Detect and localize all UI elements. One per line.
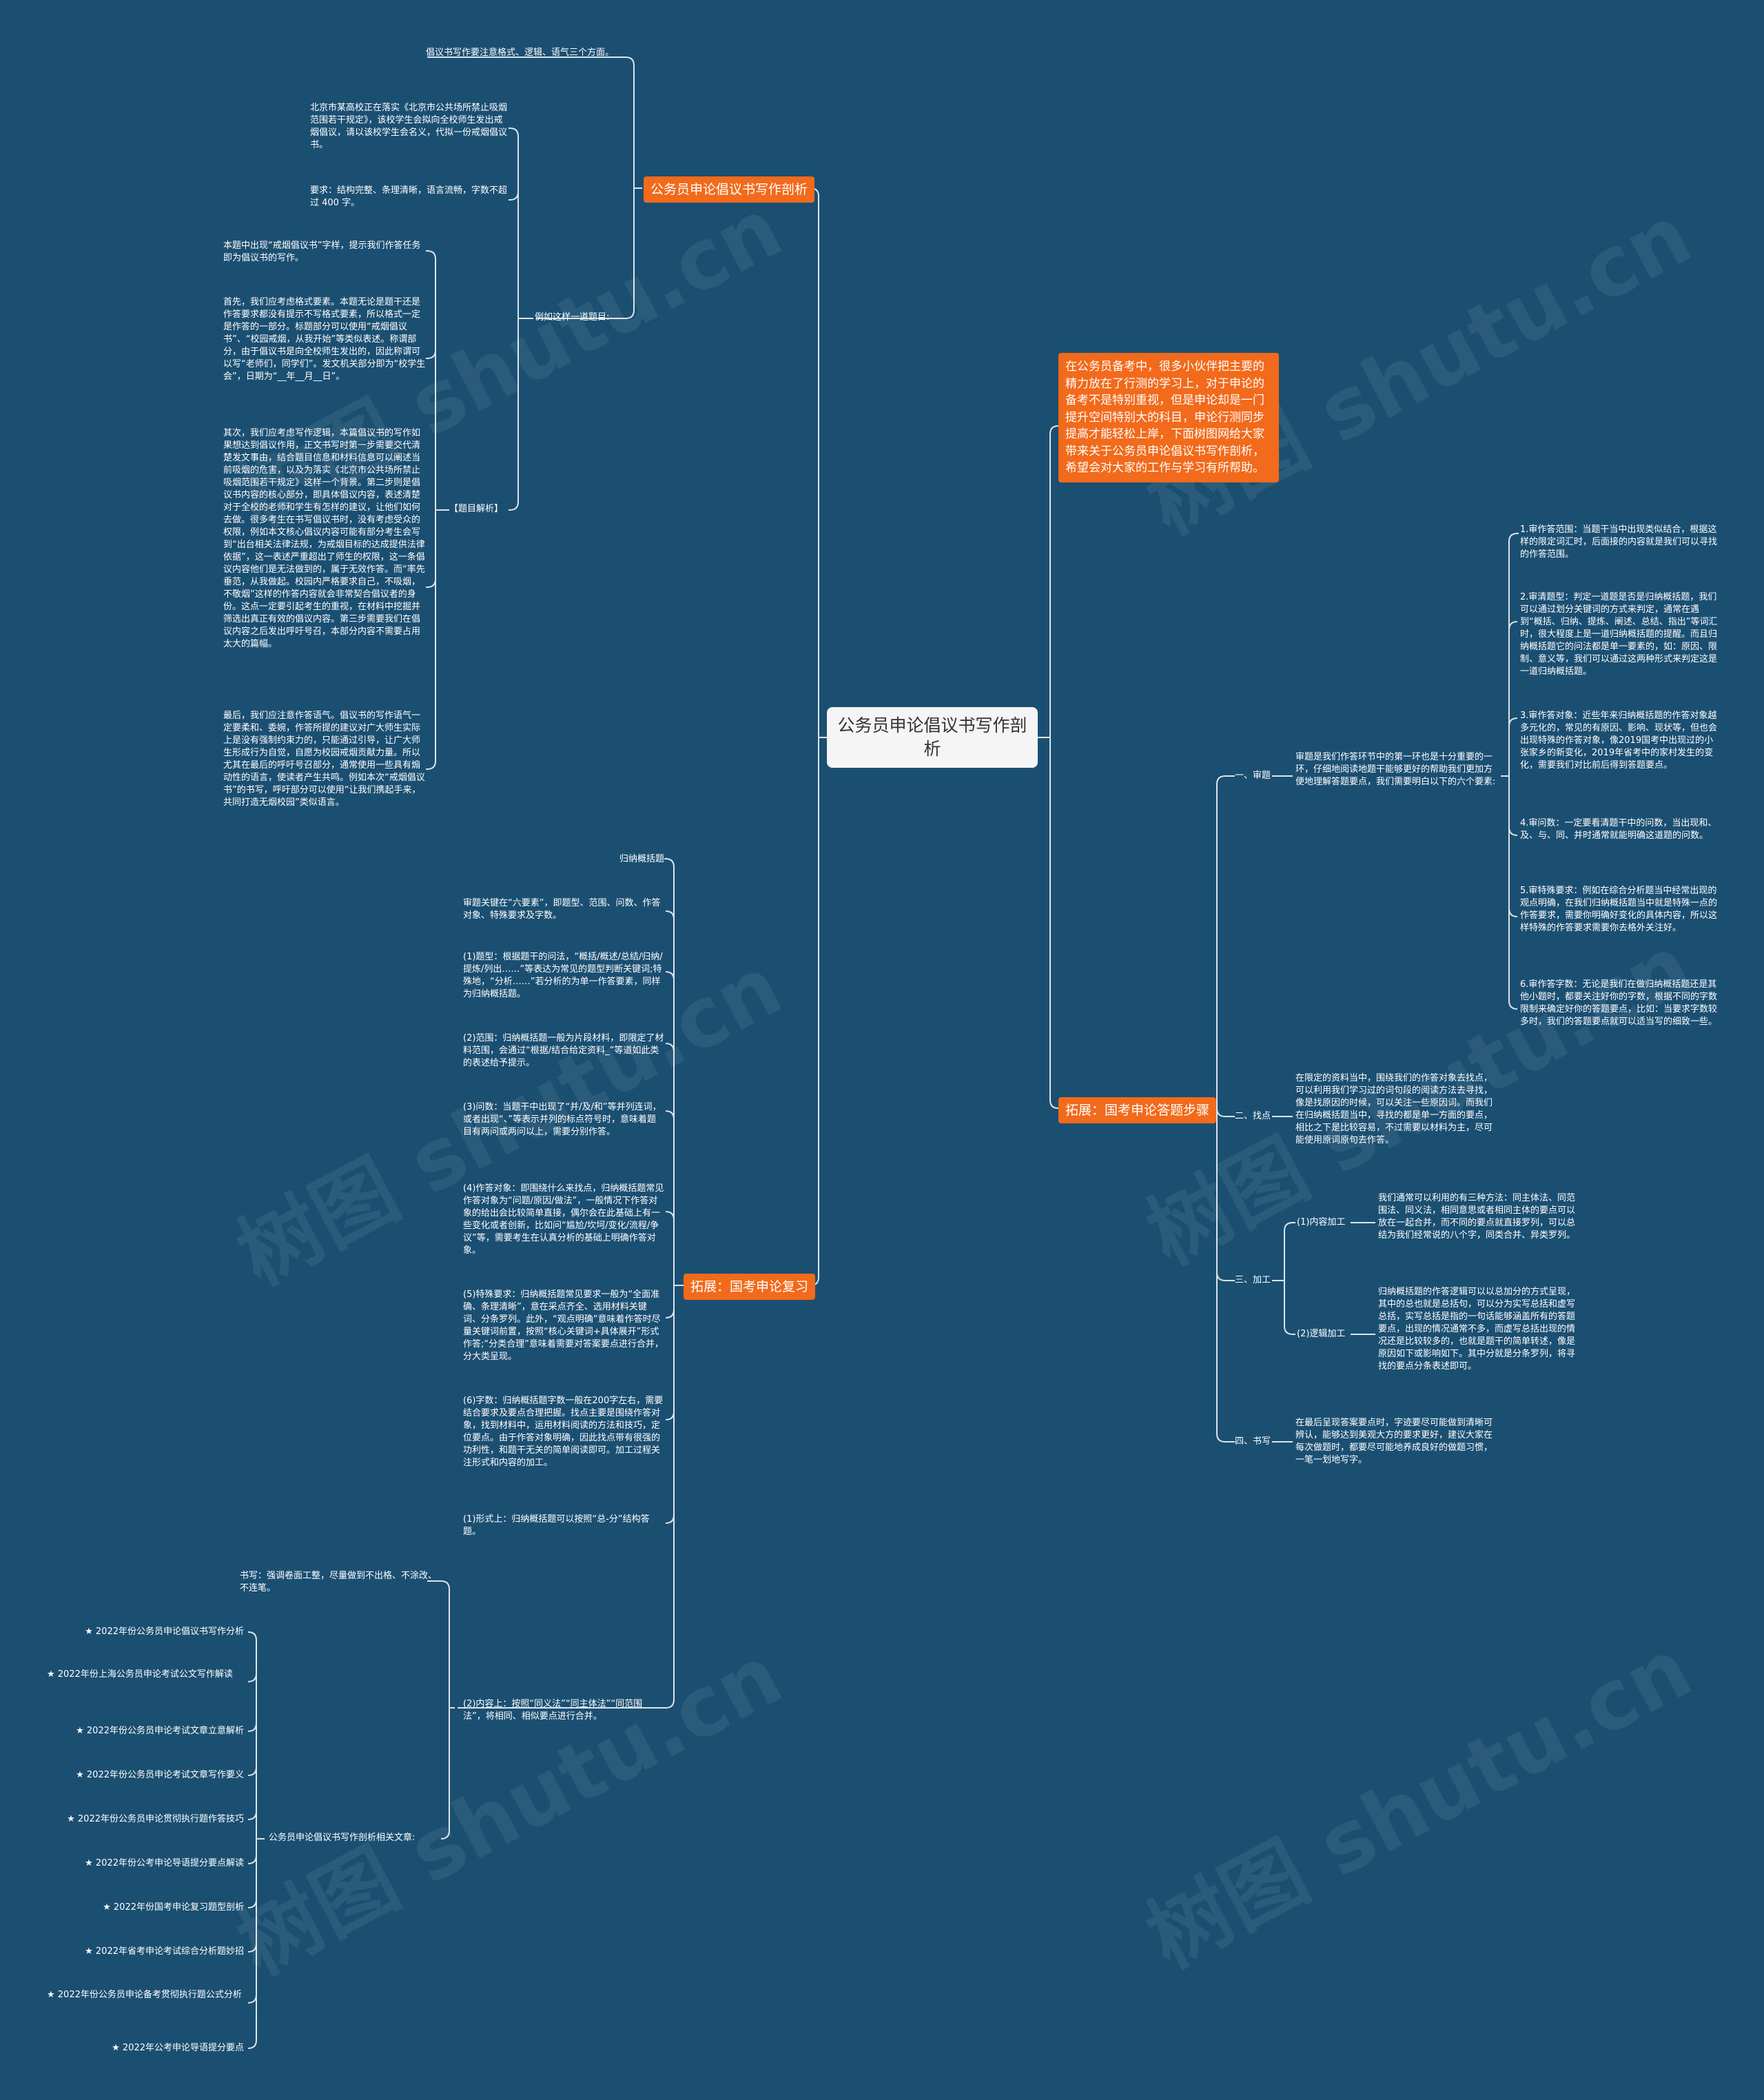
branch-steps[interactable]: 拓展：国考申论答题步骤 xyxy=(1058,1097,1217,1123)
jiexi-item: 首先，我们应考虑格式要素。本题无论是题干还是作答要求都没有提示不写格式要素，所以… xyxy=(223,297,426,382)
step-item: 4.审问数：一定要看清题干中的问数，当出现和、及、与、同、并时通常就能明确这道题… xyxy=(1520,818,1717,841)
step-item: 2.审清题型：判定一道题是否是归纳概括题，我们可以通过划分关键词的方式来判定，通… xyxy=(1520,592,1718,677)
jiexi-item: 最后，我们应注意作答语气。倡议书的写作语气一定要柔和、委婉，作答所提的建议对广大… xyxy=(223,711,425,808)
step-item: 5.审特殊要求：例如在综合分析题当中经常出现的观点明确，在我们归纳概括题当中就是… xyxy=(1520,886,1718,933)
root-node[interactable]: 公务员申论倡议书写作剖析 xyxy=(827,707,1038,768)
example-question: 北京市某高校正在落实《北京市公共场所禁止吸烟范围若干规定》，该校学生会拟向全校师… xyxy=(310,103,508,150)
related-article-link[interactable]: ★ 2022年份公务员申论倡议书写作分析 xyxy=(85,1627,244,1637)
review-item: (1)形式上：归纳概括题可以按照“总-分”结构答题。 xyxy=(463,1514,650,1537)
jiexi-item: 其次，我们应考虑写作逻辑，本篇倡议书的写作如果想达到倡议作用，正文书写时第一步需… xyxy=(223,428,425,649)
related-article-link[interactable]: ★ 2022年份公考申论导语提分要点解读 xyxy=(85,1858,244,1868)
related-article-link[interactable]: ★ 2022年份公务员申论考试文章写作要义 xyxy=(76,1770,244,1780)
substep-text: 归纳概括题的作答逻辑可以以总加分的方式呈现，其中的总也就是总括句，可以分为实写总… xyxy=(1378,1287,1576,1372)
writing-note: 书写：强调卷面工整，尽量做到不出格、不涂改、不连笔。 xyxy=(240,1571,438,1593)
review-item: 审题关键在“六要素”，即题型、范围、问数、作答对象、特殊要求及字数。 xyxy=(463,898,661,921)
review-item: (5)特殊要求：归纳概括题常见要求一般为“全面准确、条理清晰”，意在采点齐全、选… xyxy=(463,1289,664,1362)
step-text: 审题是我们作答环节中的第一环也是十分重要的一环，仔细地阅读地题干能够更好的帮助我… xyxy=(1295,752,1496,787)
step-item: 6.审作答字数：无论是我们在做归纳概括题还是其他小题时，都要关注好你的字数，根据… xyxy=(1520,979,1718,1027)
review-item: (2)内容上：按照“同义法”“同主体法”“同范围法”，将相同、相似要点进行合并。 xyxy=(463,1699,643,1722)
related-article-link[interactable]: ★ 2022年份公务员申论贯彻执行题作答技巧 xyxy=(67,1814,244,1824)
step-item: 3.审作答对象：近些年来归纳概括题的作答对象越多元化的，常见的有原因、影响、现状… xyxy=(1520,711,1718,771)
analysis-note: 倡议书写作要注意格式、逻辑、语气三个方面。 xyxy=(426,48,615,58)
review-item: (4)作答对象：即围绕什么来找点，归纳概括题常见作答对象为“问题/原因/做法”，… xyxy=(463,1183,664,1256)
branch-analysis[interactable]: 公务员申论倡议书写作剖析 xyxy=(644,176,815,203)
related-article-link[interactable]: ★ 2022年省考申论考试综合分析题妙招 xyxy=(85,1946,244,1957)
root-label: 公务员申论倡议书写作剖析 xyxy=(837,715,1027,759)
step-label[interactable]: 二、找点 xyxy=(1235,1111,1271,1121)
step-item: 1.审作答范围：当题干当中出现类似结合，根据这样的限定词汇时，后面接的内容就是我… xyxy=(1520,524,1718,560)
example-label: 例如这样一道题目: xyxy=(535,312,610,323)
substep-label[interactable]: (1)内容加工 xyxy=(1297,1217,1346,1227)
branch-review[interactable]: 拓展：国考申论复习 xyxy=(684,1274,816,1300)
substep-label[interactable]: (2)逻辑加工 xyxy=(1297,1329,1346,1339)
related-article-link[interactable]: ★ 2022年份上海公务员申论考试公文写作解读 xyxy=(47,1669,233,1680)
jiexi-label: 【题目解析】 xyxy=(449,504,504,514)
related-article-link[interactable]: ★ 2022年公考申论导语提分要点 xyxy=(112,2043,244,2053)
intro-node[interactable]: 在公务员备考中，很多小伙伴把主要的精力放在了行测的学习上，对于申论的备考不是特别… xyxy=(1058,353,1279,482)
related-label: 公务员申论倡议书写作剖析相关文章: xyxy=(269,1833,416,1843)
related-article-link[interactable]: ★ 2022年份公务员申论备考贯彻执行题公式分析 xyxy=(47,1990,242,2000)
substep-text: 我们通常可以利用的有三种方法：同主体法、同范围法、同义法，相同意思或者相同主体的… xyxy=(1378,1193,1576,1241)
review-item: (2)范围：归纳概括题一般为片段材料，即限定了材料范围，会通过“根据/结合给定资… xyxy=(463,1033,664,1068)
step-text: 在最后呈现答案要点时，字迹要尽可能做到清晰可辨认，能够达到美观大方的要求更好，建… xyxy=(1295,1418,1493,1465)
review-item: 归纳概括题 xyxy=(619,854,664,864)
related-article-link[interactable]: ★ 2022年份公务员申论考试文章立意解析 xyxy=(76,1726,244,1736)
related-article-link[interactable]: ★ 2022年份国考申论复习题型剖析 xyxy=(103,1902,244,1913)
review-item: (6)字数：归纳概括题字数一般在200字左右，需要结合要求及要点合理把握。找点主… xyxy=(463,1396,664,1468)
step-label[interactable]: 三、加工 xyxy=(1235,1275,1271,1285)
review-item: (1)题型：根据题干的问法，“概括/概述/总结/归纳/提炼/列出……”等表达为常… xyxy=(463,952,663,999)
step-label[interactable]: 四、书写 xyxy=(1235,1436,1271,1447)
step-label[interactable]: 一、审题 xyxy=(1235,771,1271,781)
example-requirement: 要求：结构完整、条理清晰，语言流畅，字数不超过 400 字。 xyxy=(310,185,508,208)
step-text: 在限定的资料当中，围绕我们的作答对象去找点，可以利用我们学习过的词句段的阅读方法… xyxy=(1295,1073,1493,1145)
review-item: (3)问数：当题干中出现了“并/及/和”等并列连词，或者出现“、”等表示并列的标… xyxy=(463,1102,662,1137)
jiexi-item: 本题中出现“戒烟倡议书”字样，提示我们作答任务即为倡议书的写作。 xyxy=(223,241,421,263)
